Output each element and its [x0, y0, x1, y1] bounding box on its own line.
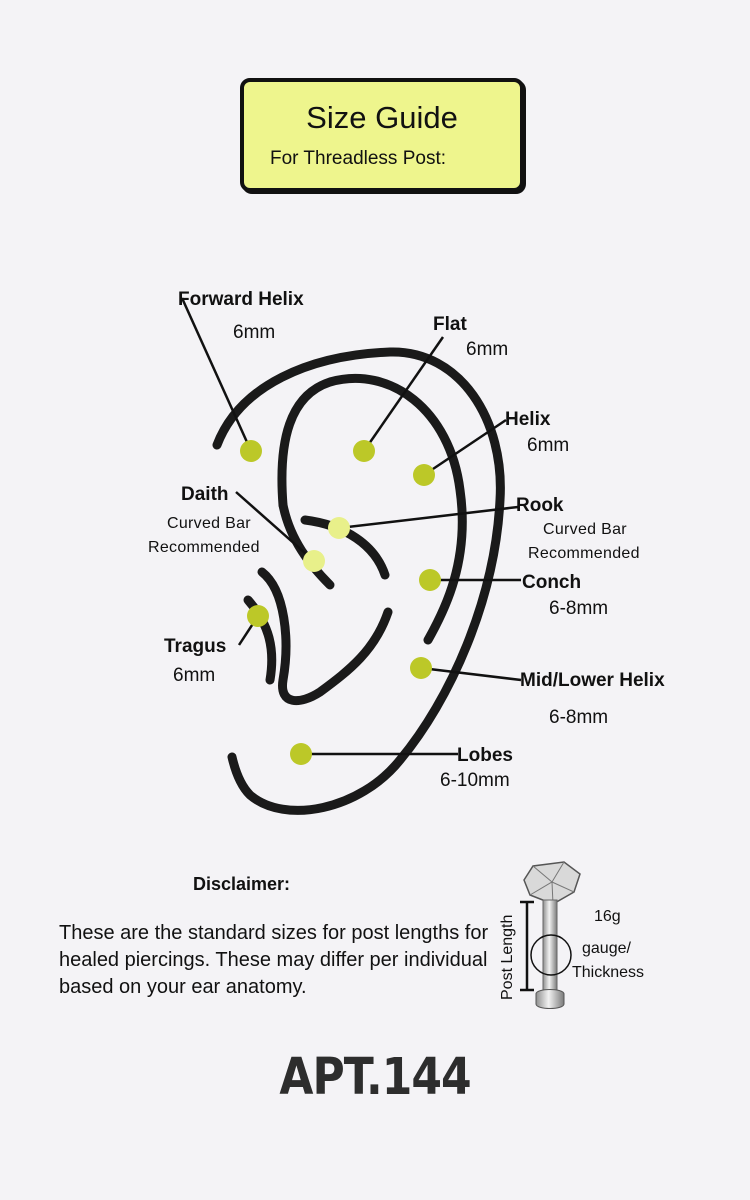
- label-mid-lower-helix: Mid/Lower Helix: [520, 670, 665, 691]
- note-daith-1: Curved Bar: [167, 515, 251, 532]
- line-mid-lower-helix: [420, 666, 522, 682]
- page-title: Size Guide: [306, 100, 458, 135]
- note-rook-2: Recommended: [528, 545, 640, 562]
- dot-conch: [419, 569, 441, 591]
- line-forward-helix: [180, 297, 253, 452]
- size-conch: 6-8mm: [549, 598, 608, 619]
- size-flat: 6mm: [466, 339, 508, 360]
- size-forward-helix: 6mm: [233, 322, 275, 343]
- stud-gauge-value: 16g: [594, 908, 621, 925]
- size-tragus: 6mm: [173, 665, 215, 686]
- dot-mid-lower-helix: [410, 657, 432, 679]
- line-daith: [235, 491, 315, 562]
- note-rook-1: Curved Bar: [543, 521, 627, 538]
- stud-gauge-label-2: Thickness: [572, 964, 645, 981]
- label-tragus: Tragus: [164, 636, 226, 657]
- dot-lobes: [290, 743, 312, 765]
- line-rook: [338, 505, 519, 530]
- label-lobes: Lobes: [457, 745, 513, 766]
- line-flat: [362, 336, 445, 452]
- page-subtitle: For Threadless Post:: [270, 148, 447, 169]
- dot-daith: [303, 550, 325, 572]
- label-conch: Conch: [522, 572, 581, 593]
- ear-rook-fold: [300, 515, 390, 580]
- ear-tragus: [257, 567, 393, 706]
- piercing-labels: Forward Helix 6mm Flat 6mm Helix 6mm Dai…: [148, 289, 665, 791]
- ear-antihelix: [277, 373, 467, 645]
- label-rook: Rook: [516, 495, 564, 516]
- size-helix: 6mm: [527, 435, 569, 456]
- label-helix: Helix: [505, 409, 551, 430]
- dot-flat: [353, 440, 375, 462]
- size-mid-lower-helix: 6-8mm: [549, 707, 608, 728]
- label-forward-helix: Forward Helix: [178, 289, 304, 310]
- piercing-dots: [240, 440, 441, 765]
- disclaimer-text: These are the standard sizes for post le…: [59, 922, 489, 998]
- note-daith-2: Recommended: [148, 539, 260, 556]
- disclaimer-title: Disclaimer:: [193, 874, 291, 894]
- size-lobes: 6-10mm: [440, 770, 510, 791]
- ear-outer-rim: [212, 347, 505, 815]
- line-helix: [423, 418, 507, 477]
- title-box: Size Guide For Threadless Post:: [240, 78, 524, 192]
- stud-post-length-label: Post Length: [499, 915, 516, 1000]
- stud-gauge-label-1: gauge/: [582, 940, 631, 957]
- label-flat: Flat: [433, 314, 467, 335]
- stud-post: [542, 899, 558, 996]
- dot-helix: [413, 464, 435, 486]
- dot-rook: [328, 517, 350, 539]
- brand-logo: APT.144: [279, 1048, 471, 1107]
- stud-illustration: Post Length: [499, 861, 581, 1009]
- stud-backing: [535, 989, 565, 1009]
- label-daith: Daith: [181, 484, 229, 505]
- dot-tragus: [247, 605, 269, 627]
- dot-forward-helix: [240, 440, 262, 462]
- ear-outline: [212, 347, 505, 815]
